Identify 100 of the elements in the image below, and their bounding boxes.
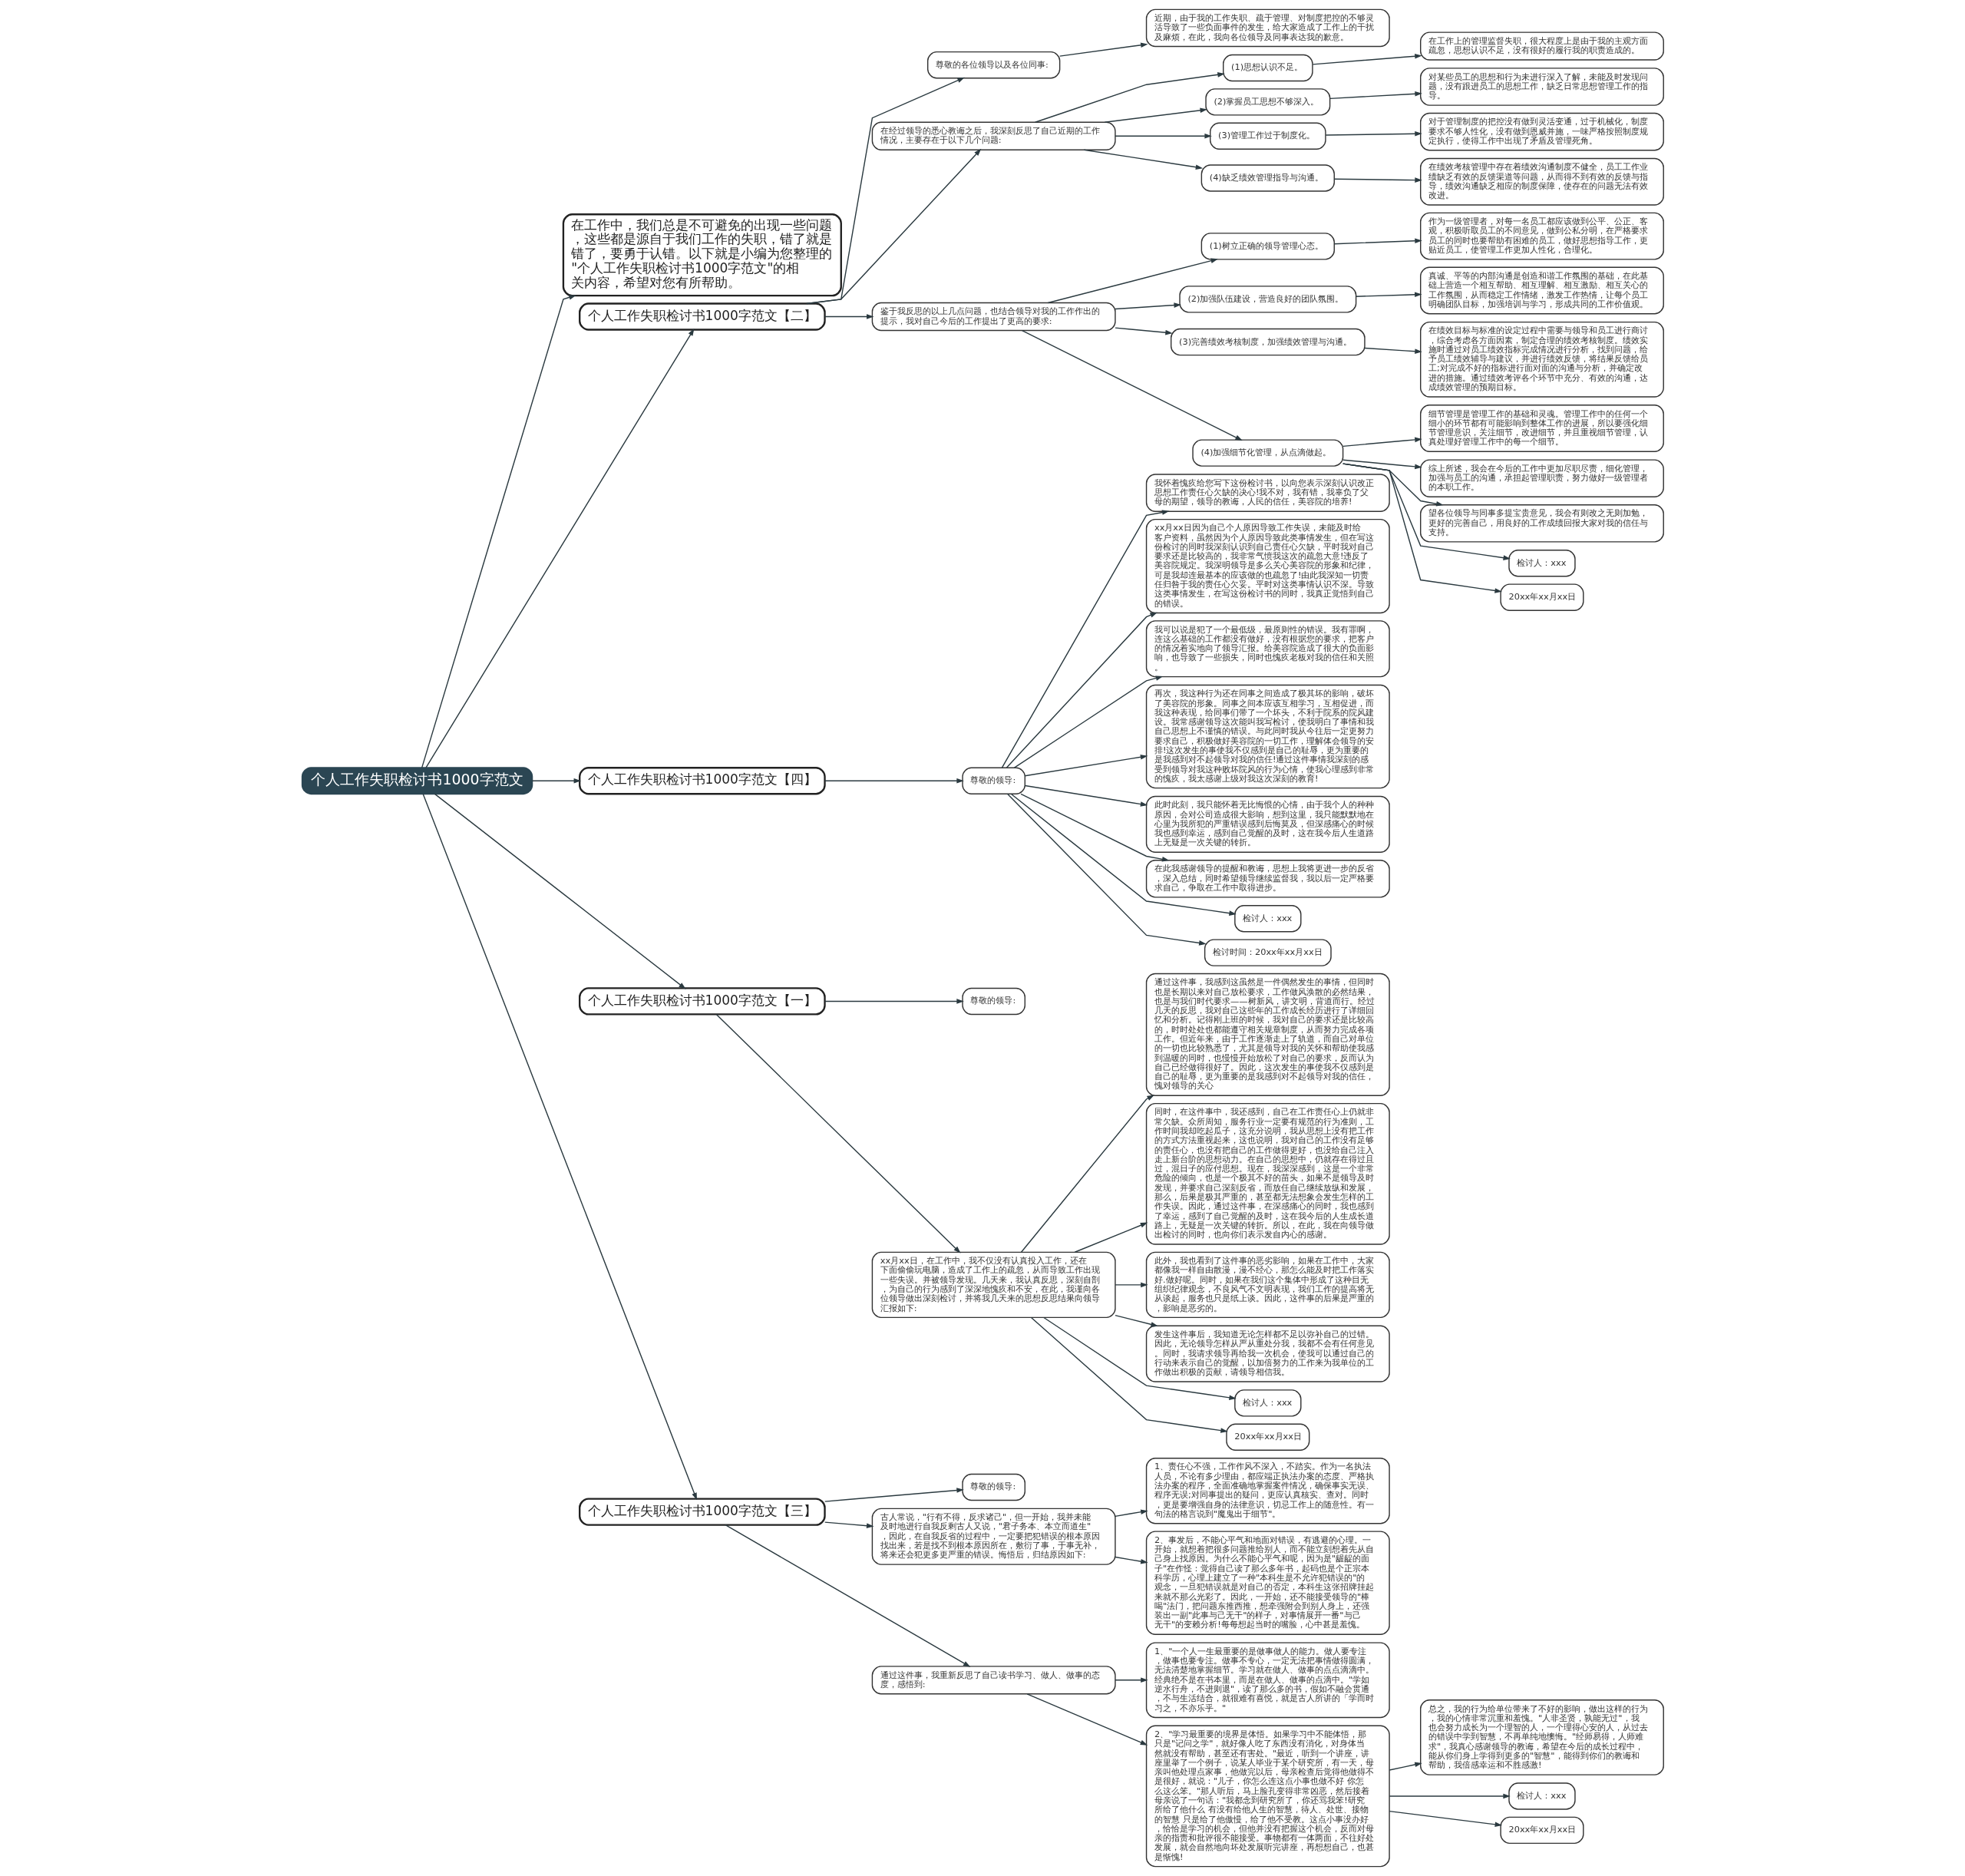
arrow [1342, 459, 1422, 470]
arrow [424, 328, 694, 768]
node-box: 个人工作失职检讨书1000字范文 [301, 767, 533, 795]
node-box: 通过这件事，我重新反思了自己读书学习、做人、做事的态度，感悟到: [871, 1666, 1116, 1695]
arrow [422, 793, 697, 1501]
arrow [1114, 133, 1212, 139]
node-box: 在绩效考核管理中存在着绩效沟通制度不健全，员工工作业绩缺乏有效的反馈渠道等问题，从而得不到有效的反馈与指导，绩效沟通缺乏相应的制度保障，使存在的问题无法有效改进。 [1419, 157, 1664, 206]
arrow [805, 148, 981, 305]
arrow [1388, 1810, 1502, 1828]
node-box: 作为一级管理者，对每一名员工都应该做到公平、公正、客观，积极听取员工的不同意见，做到公私分明，在严格要求员工的同时也要帮助有困难的员工，做好思想指导工作，更贴近员工，使管理工作更加人性化，合理化。 [1419, 212, 1664, 260]
arrow [1333, 177, 1422, 183]
node-box: 个人工作失职检讨书1000字范文【四】 [578, 767, 826, 795]
arrow [1325, 130, 1422, 137]
arrow [1312, 53, 1422, 65]
node-box: 20xx年xx月xx日 [1499, 1816, 1584, 1845]
node-box: 在经过领导的悉心教诲之后，我深刻反思了自己近期的工作情况，主要存在于以下几个问题: [871, 121, 1116, 150]
arrow [824, 314, 874, 319]
node-box: 在工作上的管理监督失职，很大程度上是由于我的主观方面疏忽，思想认识不足，没有很好的履行我的职责造成的。 [1419, 31, 1664, 61]
arrow [1006, 793, 1207, 946]
node-box: 鉴于我反思的以上几点问题，也结合领导对我的工作作出的提示，我对自己今后的工作提出了更高的要求: [871, 302, 1116, 332]
arrow [1114, 1282, 1148, 1288]
node-box: 再次，我这种行为还在同事之间造成了极其坏的影响，破坏了美容院的形象。同事之间本应该互相学习，互相促进，而我这种表现，给同事们带了一个坏头，不利于院系的院风建设。我常感谢领导这次能叫我写检讨，使我明白了事情和我自己思想上不谨慎的错误。与此同时我从今往后一定更努力要求自己，积极做好美容院的一切工作，理解体会领导的安排!这次发生的事使我不仅感到是自己的耻辱，更为重要的是我感到对不起领导对我的信任!通过这件事情我深刻的感受到领导对我这种败坏院风的行为心情，使我心理感到非常的愧疚，我太感谢上级对我这次深刻的教育! [1145, 684, 1390, 789]
arrow [715, 1013, 961, 1253]
arrow [1114, 1556, 1148, 1564]
node-box: 尊敬的领导: [961, 987, 1025, 1016]
node-box: 检讨人：xxx [1508, 1782, 1576, 1810]
arrow [1058, 42, 1148, 57]
arrow [1114, 1314, 1158, 1327]
node-box: 对于管理制度的把控没有做到灵活变通，过于机械化，制度要求不够人性化，没有做到恩威并施，一味严格按照制度规定执行，使得工作中出现了矛盾及管理死角。 [1419, 112, 1664, 151]
node-box: 检讨人：xxx [1233, 905, 1301, 933]
arrow [824, 778, 964, 784]
arrow [824, 1521, 874, 1529]
node-box: 发生这件事后，我知道无论怎样都不足以弥补自己的过错。因此，无论领导怎样从严从重处分我，我都不会有任何意见。同时，我请求领导再给我一次机会，使我可以通过自己的行动来表示自己的觉醒，以加倍努力的工作来为我单位的工作做出积极的贡献，请领导相信我。 [1145, 1325, 1390, 1382]
arrow [1355, 292, 1422, 298]
arrow [824, 999, 964, 1004]
arrow [1114, 1677, 1148, 1683]
node-box: 通过这件事，我感到这虽然是一件偶然发生的事情，但同时也是长期以来对自己放松要求，工作做风涣散的必然结果，也是与我们时代要求——树新风，讲文明，背道而行。经过几天的反思，我对自己这些年的工作成长经历进行了详细回忆和分析。记得刚上班的时候，我对自己的要求还是比较高的，时时处处也都能遵守相关规章制度，从而努力完成各项工作。但近年来，由于工作逐渐走上了轨道，而自己对单位的一切也比较熟悉了，尤其是领导对我的关怀和帮助使我感到温暖的同时，也慢慢开始放松了对自己的要求，反而认为自己已经做得很好了。因此，这次发生的事使我不仅感到是自己的耻辱，更为重要的是我感到对不起领导对我的信任，愧对领导的关心 [1145, 973, 1390, 1096]
node-box: 在此我感谢领导的提醒和教诲，思想上我将更进一步的反省，深入总结，同时希望领导继续监督我，我以后一定严格要求自己，争取在工作中取得进步。 [1145, 859, 1390, 898]
arrow [824, 1488, 964, 1502]
node-box: 综上所述，我会在今后的工作中更加尽职尽责，细化管理，加强与员工的沟通，承担起管理职责，努力做好一级管理者的本职工作。 [1419, 459, 1664, 497]
arrow [1388, 1762, 1422, 1771]
node-box: 真诚、平等的内部沟通是创造和谐工作氛围的基础，在此基础上营造一个相互帮助、相互理解、相互激励、相互关心的工作氛围，从而稳定工作情绪，激发工作热情，让每个员工明确团队目标，加强培训与学习，形成共同的工作价值观。 [1419, 266, 1664, 315]
node-box: (3)完善绩效考核制度，加强绩效管理与沟通。 [1170, 328, 1366, 356]
arrow [1074, 1222, 1148, 1253]
arrow [1114, 327, 1173, 335]
node-box: (1)思想认识不足。 [1222, 54, 1313, 82]
node-box: (2)加强队伍建设，营造良好的团队氛围。 [1178, 286, 1356, 313]
arrow [1114, 302, 1181, 310]
node-box: (3)管理工作过于制度化。 [1209, 122, 1326, 150]
arrow [1024, 755, 1148, 777]
arrow [1001, 510, 1169, 768]
arrow [1024, 784, 1148, 807]
node-box: 尊敬的各位领导以及各位同事: [926, 51, 1060, 79]
node-box: 2、"学习最重要的境界是体悟。如果学习中不能体悟，那只是"记问之学"，就好像人吃了东西没有消化，对身体当然就没有帮助，甚至还有害处。"最近，听到一个讲座，讲座里举了一个例子，说某人毕业于某个研究所，有一天，母亲叫他处理点家事，他做完以后，母亲检查后觉得他做得不是很好，就说："儿子，你怎么连这点小事也做不好 你怎么这么笨。"那人听后，马上脸孔变得非常凶恶，然后接着母亲说了一句话："我都念到研究所了，你还骂我笨!研究所给了他什么 有没有给他人生的智慧，待人、处世、接物的智慧 只是给了他傲慢，给了他不受教。这点小事没办好，恰恰是学习的机会，但他并没有把握这个机会，反而对母亲的指责和批评很不能接受。事物都有一体两面，不往好处发展，就会自然地向坏处发展听完讲座，再想想自己，也甚是惭愧! [1145, 1725, 1390, 1868]
arrow [434, 793, 686, 989]
node-box: 细节管理是管理工作的基础和灵魂。管理工作中的任何一个细小的环节都有可能影响到整体工作的进展，所以要强化细节管理意识，关注细节，改进细节，并且重视细节管理，认真处理好管理工作中的每一个细节。 [1419, 405, 1664, 452]
node-box: 2、事发后，不能心平气和地面对错误，有逃避的心理。一开始，就想着把很多问题推给别人，而不能立刻想着先从自己身上找原因。为什么不能心平气和呢，因为是"龌龊的面子"在作怪：觉得自己读了那么多年书，起码也是个正宗本科学历，心理上建立了一种"本科生是不允许犯错误的"的观念，一旦犯错误就是对自己的否定，本科生这张招牌挂起来就不那么光彩了。因此，一开始，还不能接受领导的"棒喝"法门，把问题东推西推，想牵强附会到别人身上，还强装出一副"此事与己无干"的样子，对事情展开一番"与己无干"的变赖分析!每每想起当时的嘴脸，心中甚是羞愧。 [1145, 1531, 1390, 1635]
node-box: 近期，由于我的工作失职、疏于管理、对制度把控的不够灵活导致了一些负面事件的发生，给大家造成了工作上的干扰及麻烦，在此，我向各位领导及同事表达我的歉意。 [1145, 8, 1390, 48]
node-box: (2)掌握员工思想不够深入。 [1204, 88, 1330, 116]
arrow [1020, 1095, 1154, 1253]
node-box: 在绩效目标与标准的设定过程中需要与领导和员工进行商讨，综合考虑各方面因素，制定合理的绩效考核制度。绩效实施时通过对员工绩效指标完成情况进行分析，找到问题，给予员工绩效辅导与建议，并进行绩效反馈，将结果反馈给员工;对完成不好的指标进行面对面的沟通与分析，并确定改进的措施。通过绩效考评各个环节中充分、有效的沟通，达成绩效管理的预期目标。 [1419, 321, 1664, 398]
node-box: 检讨时间：20xx年xx月xx日 [1204, 939, 1332, 966]
arrow [1363, 347, 1422, 355]
arrow [1025, 1693, 1148, 1746]
node-box: (1)树立正确的领导管理心态。 [1200, 233, 1335, 260]
node-box: (4)缺乏绩效管理指导与沟通。 [1200, 164, 1335, 192]
node-box: 在工作中，我们总是不可避免的出现一些问题，这些都是源自于我们工作的失职，错了就是错了，要勇于认错。以下就是小编为您整理的"个人工作失职检讨书1000字范文"的相关内容，希望对您有所帮助。 [562, 213, 842, 297]
arrow [1034, 72, 1225, 123]
arrow [1388, 1793, 1511, 1799]
node-box: 检讨人：xxx [1508, 550, 1576, 577]
node-box: 尊敬的领导: [961, 1473, 1025, 1501]
arrow [1342, 437, 1422, 448]
node-box: (4)加强细节化管理，从点滴做起。 [1191, 439, 1343, 467]
node-box: 此时此刻，我只能怀着无比悔恨的心情，由于我个人的种种原因，会对公司造成很大影响，想到这里，我只能默默地在心里为我所犯的严重错误感到后悔莫及，但深感痛心的时候我也感到幸运，感到自己觉醒的及时，这在我今后人生道路上无疑是一次关键的转折。 [1145, 795, 1390, 853]
node-box: 1、责任心不强，工作作风不深入，不踏实。作为一名执法人员，不论有多少理由，都应端正执法办案的态度、严格执法办案的程序，全面准确地掌握案件情况，确保事实无误、程序无误;对同事提出的疑问，更应认真核实、查对。同时，更是要增强自身的法律意识，切忌工作上的随意性。有一句法的格言说到"魔鬼出于细节"。 [1145, 1457, 1390, 1524]
arrow [1333, 238, 1422, 245]
node-box: 总之，我的行为给单位带来了不好的影响，做出这样的行为，我的心情非常沉重和羞愧。"人非圣贤，孰能无过"，我也会努力成长为一个理智的人，一个理得心安的人，从过去的错误中学到智慧，不再单纯地懊悔。"经师易得，人师难求"，我真心感谢领导的教诲，希望在今后的成长过程中，能从你们身上学得到更多的"智慧"，能得到你们的教诲和帮助，我倍感幸运和不胜感激! [1419, 1699, 1664, 1775]
arrow [531, 778, 581, 784]
arrow [1009, 793, 1237, 916]
node-box: 我可以说是犯了一个最低级，最原则性的错误。我有罪啊，连这么基础的工作都没有做好，没有根据您的要求，把客户的情况着实地向了领导汇报。给美容院造成了很大的负面影响，也导致了一些损失，同时也愧疚老板对我的信任和关照。 [1145, 620, 1390, 678]
arrow [1047, 258, 1218, 304]
arrow [1021, 329, 1243, 441]
node-box: 20xx年xx月xx日 [1225, 1423, 1309, 1451]
node-box: 20xx年xx月xx日 [1499, 583, 1584, 611]
arrow [421, 295, 576, 768]
arrow [1006, 612, 1158, 768]
arrow [1114, 1509, 1148, 1518]
arrow [1104, 107, 1207, 123]
node-box: 此外，我也看到了这件事的恶劣影响，如果在工作中，大家都像我一样自由散漫，漫不经心，那怎么能及时把工作落实好.做好呢。同时，如果在我们这个集体中形成了这种目无组织纪律观念，不良风气不文明表现，我们工作的提高将无从谈起，服务也只是纸上谈。因此，这件事的后果是严重的，影响是恶劣的。 [1145, 1251, 1390, 1319]
arrow [1013, 675, 1163, 768]
arrow [1019, 793, 1169, 862]
node-box: 个人工作失职检讨书1000字范文【三】 [578, 1498, 826, 1526]
node-box: 1、"一个人一生最重要的是做事做人的能力。做人要专注，做事也要专注。做事不专心，一定无法把事情做得圆满，无法清楚地掌握细节。学习就在做人、做事的点点滴滴中。经典绝不是在书本里，而是在做人、做事的点滴中。"学如逆水行舟，不进则退"，读了那么多的书，假如不融会贯通，不与生活结合，就很难有喜悦，就是古人所讲的「学而时习之，不亦乐乎。" [1145, 1642, 1390, 1719]
node-box: 个人工作失职检讨书1000字范文【一】 [578, 987, 826, 1016]
node-box: 检讨人：xxx [1233, 1389, 1301, 1417]
node-box: xx月xx日因为自己个人原因导致工作失误，未能及时给客户资料，虽然因为个人原因导致此类事情发生，但在写这份检讨的同时我深刻认识到自己责任心欠缺，平时我对自己要求还是比较高的，我非常气愤我这次的疏忽大意!违反了美容院规定。我深明领导是多么关心美容院的形象和纪律，可是我却连最基本的应该做的也疏忽了!由此我深知一切责任归咎于我的责任心欠妥。平时对这类事情认识不深。导致这类事情发生，在写这份检讨书的同时，我真正觉悟到自己的错误。 [1145, 518, 1390, 614]
node-box: 望各位领导与同事多提宝贵意见，我会有则改之无则加勉，更好的完善自己，用良好的工作成绩回报大家对我的信任与支持。 [1419, 504, 1664, 543]
node-box: 同时，在这件事中，我还感到，自己在工作责任心上仍就非常欠缺。众所周知，服务行业一定要有规范的行为准则，工作时间我却吃起瓜子，这充分说明，我从思想上没有把工作的方式方法重视起来，这也说明，我对自己的工作没有足够的责任心，也没有把自己的工作做得更好，也没给自己注入走上新台阶的思想动力。在自己的思想中，仍就存在得过且过，混日子的应付思想。现在，我深深感到，这是一个非常危险的倾向，也是一个极其不好的苗头，如果不是领导及时发现，并要求自己深刻反省，而放任自己继续放纵和发展，那么，后果是极其严重的，甚至都无法想象会发生怎样的工作失误。因此，通过这件事，在深感痛心的同时，我也感到了幸运，感到了自己觉醒的及时，这在我今后的人生成长道路上，无疑是一次关键的转折。所以，在此，我在向领导做出检讨的同时，也向你们表示发自内心的感谢。 [1145, 1102, 1390, 1245]
arrow [724, 1524, 970, 1667]
node-box: 我怀着愧疚给您写下这份检讨书，以向您表示深刻认识改正思想工作责任心欠缺的决心!我不对，我有错，我辜负了父母的期望，领导的教诲，人民的信任，美容院的培养! [1145, 474, 1390, 512]
